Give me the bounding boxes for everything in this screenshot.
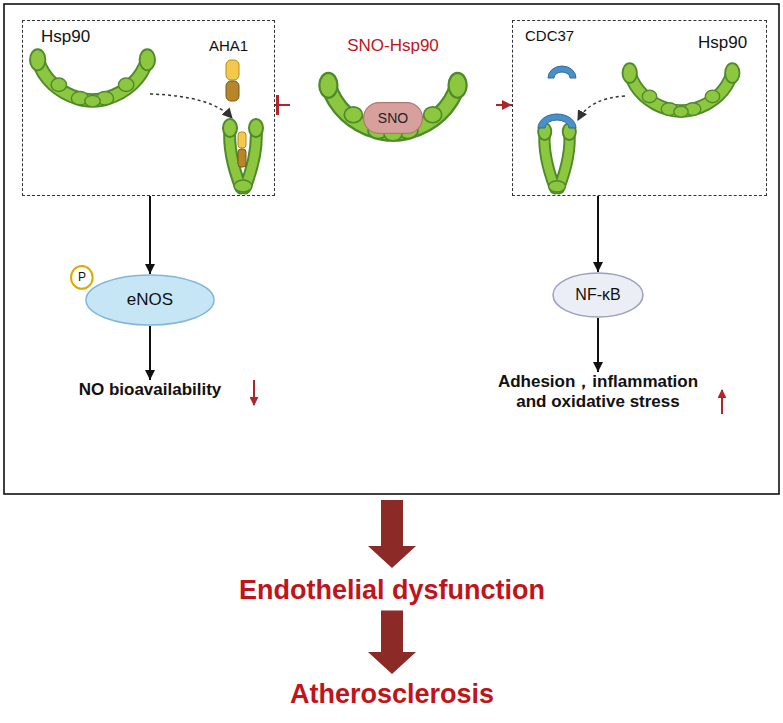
hsp90-monomer	[30, 49, 155, 107]
nfkb-protein-label: NF-κB	[575, 285, 620, 304]
arrow-connector	[597, 318, 599, 372]
sno-tag: SNO	[363, 102, 423, 134]
sno-tag-label: SNO	[378, 110, 408, 127]
complex-box: Hsp90AHA1	[22, 20, 275, 196]
hsp90-monomer	[623, 63, 740, 117]
decrease-arrow	[253, 380, 255, 405]
hsp90-dimer	[223, 119, 263, 192]
outcome-text-label: NO bioavailability	[78, 380, 223, 400]
binding-arrow	[150, 94, 232, 118]
protein-label: CDC37	[525, 27, 574, 45]
protein-label: Hsp90	[41, 27, 90, 47]
inhibition-line	[275, 104, 290, 106]
phospho-mark: P	[70, 265, 94, 290]
arrow-connector	[597, 196, 599, 272]
hsp90-monomer	[319, 73, 466, 141]
protein-label: Hsp90	[698, 33, 747, 53]
aha1-bound	[238, 132, 246, 167]
outcome-title: Atherosclerosis	[289, 678, 495, 710]
outcome-title-label: Atherosclerosis	[289, 678, 495, 710]
outcome-text-label: Adhesion，inflammation and oxidative stre…	[491, 372, 706, 413]
outcome-title: Endothelial dysfunction	[238, 574, 546, 606]
cdc37-bound	[538, 114, 576, 128]
cdc37-protein	[548, 66, 576, 78]
increase-arrow	[721, 390, 723, 414]
arrow-connector	[149, 326, 151, 380]
aha1-protein	[226, 60, 239, 101]
outcome-text: NO bioavailability	[78, 380, 223, 400]
block-arrow	[368, 500, 416, 568]
phospho-mark-label: P	[78, 270, 86, 284]
outcome-text: Adhesion，inflammation and oxidative stre…	[491, 372, 706, 413]
block-arrow	[368, 610, 416, 674]
nfkb-protein: NF-κB	[552, 272, 644, 318]
hsp90-dimer	[538, 123, 576, 192]
protein-label: AHA1	[209, 37, 248, 55]
arrow-connector	[496, 104, 512, 106]
enos-protein-label: eNOS	[127, 290, 173, 310]
enos-protein: eNOS	[85, 274, 215, 326]
outer-frame	[4, 4, 779, 494]
sno-hsp90-group: SNO-Hsp90SNO	[290, 36, 496, 146]
complex-box: CDC37 Hsp90	[512, 20, 767, 196]
arrow-connector	[149, 196, 151, 274]
binding-arrow	[578, 96, 625, 120]
sno-hsp90-group-label: SNO-Hsp90	[290, 36, 496, 56]
outcome-title-label: Endothelial dysfunction	[238, 574, 546, 606]
